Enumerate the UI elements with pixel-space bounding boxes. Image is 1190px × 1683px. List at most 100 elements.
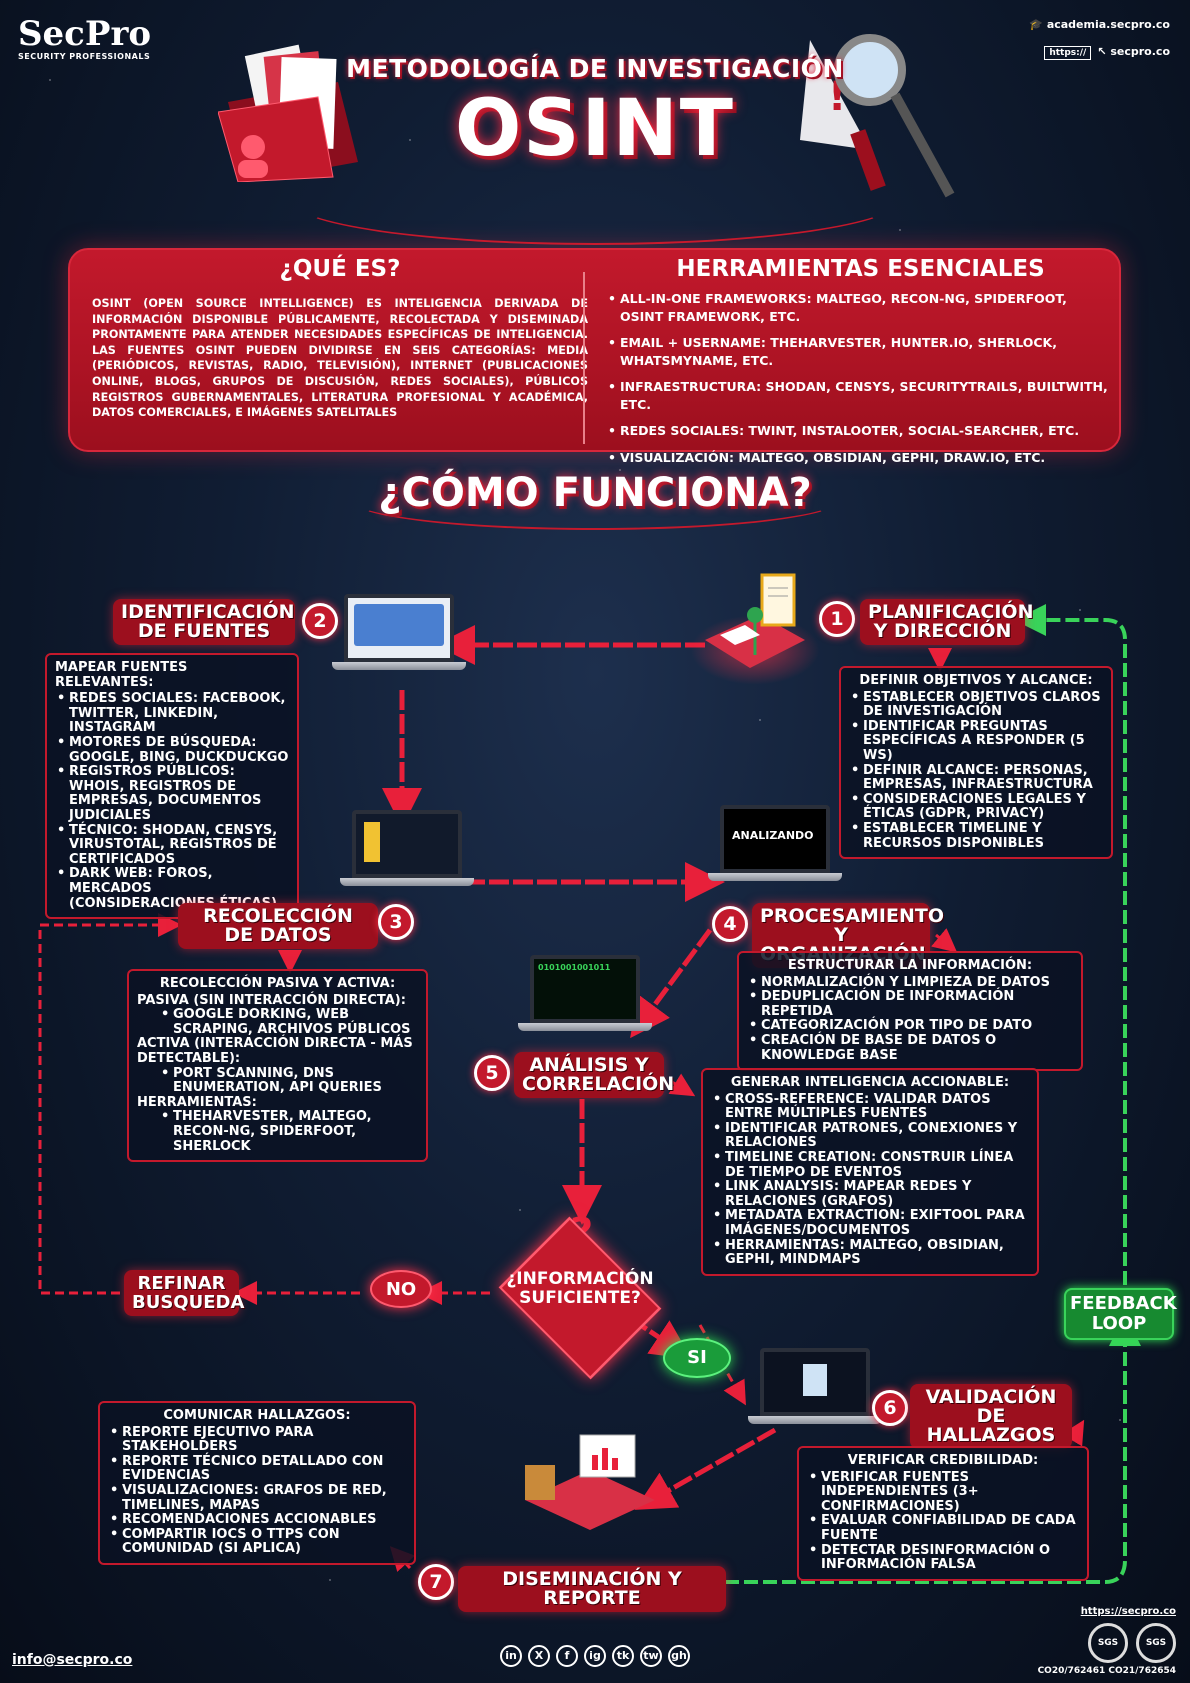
step-2-box-heading: MAPEAR FUENTES RELEVANTES: [55,660,188,690]
list-item: MOTORES DE BÚSQUEDA: GOOGLE, BING, DUCKD… [55,735,289,765]
tool-item: VISUALIZACIÓN: MALTEGO, OBSIDIAN, GEPHI,… [608,449,1113,467]
tiktok-icon[interactable]: tk [612,1645,634,1667]
report-illustration [520,1430,660,1540]
list-item: VERIFICAR FUENTES INDEPENDIENTES (3+ CON… [807,1470,1079,1515]
step-1-number: 1 [819,601,855,637]
step-6-title: VALIDACIÓN DE HALLAZGOS [910,1384,1072,1449]
sgs-seal-2: SGS [1136,1623,1176,1663]
list-item: REGISTROS PÚBLICOS: WHOIS, REGISTROS DE … [55,764,289,823]
cert-code-1: CO20/762461 [1037,1666,1106,1676]
list-item: DEFINIR ALCANCE: PERSONAS, EMPRESAS, INF… [849,763,1103,793]
panel-divider [583,272,585,444]
validation-laptop [748,1348,882,1424]
tool-item: ALL-IN-ONE FRAMEWORKS: MALTEGO, RECON-NG… [608,290,1113,325]
no-button: NO [370,1270,432,1308]
step-6-number: 6 [872,1390,908,1426]
list-item: ESTABLECER OBJETIVOS CLAROS DE INVESTIGA… [849,690,1103,720]
logo-text: SecPro [18,14,152,54]
header-links: 🎓 academia.secpro.co https://↖ secpro.co [1029,18,1170,74]
list-item: CROSS-REFERENCE: VALIDAR DATOS ENTRE MÚL… [711,1092,1029,1122]
cert-code-2: CO21/762654 [1108,1666,1176,1676]
list-item: ESTABLECER TIMELINE Y RECURSOS DISPONIBL… [849,821,1103,851]
list-item: HERRAMIENTAS: MALTEGO, OBSIDIAN, GEPHI, … [711,1238,1029,1268]
title-swoosh [290,155,900,245]
secpro-logo: SecPro SECURITY PROFESSIONALS [18,16,151,61]
list-item: CONSIDERACIONES LEGALES Y ÉTICAS (GDPR, … [849,792,1103,822]
x-icon[interactable]: X [528,1645,550,1667]
tool-item: INFRAESTRUCTURA: SHODAN, CENSYS, SECURIT… [608,378,1113,413]
url-box: https:// [1044,46,1092,60]
instagram-icon[interactable]: ig [584,1645,606,1667]
sgs-seal-1: SGS [1088,1623,1128,1663]
folder-illustration [217,42,363,183]
what-is-section: ¿QUÉ ES? OSINT (OPEN SOURCE INTELLIGENCE… [90,256,590,421]
step-1-box-heading: DEFINIR OBJETIVOS Y ALCANCE: [859,673,1093,688]
list-item: RECOMENDACIONES ACCIONABLES [108,1513,406,1528]
step-5-box: GENERAR INTELIGENCIA ACCIONABLE: CROSS-R… [701,1068,1039,1276]
list-item: CREACIÓN DE BASE DE DATOS O KNOWLEDGE BA… [747,1033,1073,1063]
title-main: OSINT [455,84,735,174]
list-item: PORT SCANNING, DNS ENUMERATION, API QUER… [159,1066,418,1096]
list-item: EVALUAR CONFIABILIDAD DE CADA FUENTE [807,1514,1079,1543]
list-item: DETECTAR DESINFORMACIÓN O INFORMACIÓN FA… [807,1543,1079,1573]
decision-node: ¿INFORMACIÓN SUFICIENTE? [495,1216,665,1380]
contact-email[interactable]: info@secpro.co [12,1652,133,1668]
step-4-box-heading: ESTRUCTURAR LA INFORMACIÓN: [787,958,1033,973]
what-is-heading: ¿QUÉ ES? [279,256,401,282]
analysis-laptop: 0101001001011 [518,955,652,1031]
logo-tagline: SECURITY PROFESSIONALS [18,52,151,61]
step-4-box: ESTRUCTURAR LA INFORMACIÓN: NORMALIZACIÓ… [737,951,1083,1072]
yes-button: SI [663,1338,731,1378]
tools-label: HERRAMIENTAS: [137,1094,257,1110]
facebook-icon[interactable]: f [556,1645,578,1667]
planning-illustration [690,570,820,685]
list-item: REPORTE TÉCNICO DETALLADO CON EVIDENCIAS [108,1454,406,1484]
step-7-box: COMUNICAR HALLAZGOS: REPORTE EJECUTIVO P… [98,1401,416,1565]
list-item: COMPARTIR IOCS O TTPS CON COMUNIDAD (SI … [108,1527,406,1557]
list-item: TIMELINE CREATION: CONSTRUIR LÍNEA DE TI… [711,1150,1029,1180]
step-1-title: PLANIFICACIÓN Y DIRECCIÓN [860,599,1033,645]
list-item: TÉCNICO: SHODAN, CENSYS, VIRUSTOTAL, REG… [55,823,289,868]
step-7-title: DISEMINACIÓN Y REPORTE [458,1566,726,1612]
passive-label: PASIVA (SIN INTERACCIÓN DIRECTA): [137,992,406,1008]
step-7-box-heading: COMUNICAR HALLAZGOS: [163,1408,351,1423]
list-item: VISUALIZACIONES: GRAFOS DE RED, TIMELINE… [108,1483,406,1513]
list-item: GOOGLE DORKING, WEB SCRAPING, ARCHIVOS P… [159,1007,418,1037]
refine-search-label: REFINAR BUSQUEDA [124,1270,244,1316]
step-3-number: 3 [378,904,414,940]
github-icon[interactable]: gh [668,1645,690,1667]
linkedin-icon[interactable]: in [500,1645,522,1667]
list-item: LINK ANALYSIS: MAPEAR REDES Y RELACIONES… [711,1179,1029,1209]
step-2-number: 2 [302,603,338,639]
how-heading: ¿CÓMO FUNCIONA? [378,470,812,516]
analyzing-laptop: ANALIZANDO [708,805,842,881]
decision-label: ¿INFORMACIÓN SUFICIENTE? [506,1269,654,1308]
list-item: IDENTIFICAR PREGUNTAS ESPECÍFICAS A RESP… [849,719,1103,764]
active-label: ACTIVA (INTERACCIÓN DIRECTA - MÁS DETECT… [137,1036,413,1066]
footer-site-link[interactable]: https://secpro.co [1080,1606,1176,1617]
list-item: THEHARVESTER, MALTEGO, RECON-NG, SPIDERF… [159,1110,418,1154]
step-2-title: IDENTIFICACIÓN DE FUENTES [113,599,295,645]
step-7-number: 7 [418,1564,454,1600]
step-2-box: MAPEAR FUENTES RELEVANTES: REDES SOCIALE… [45,653,299,920]
tool-item: EMAIL + USERNAME: THEHARVESTER, HUNTER.I… [608,334,1113,369]
academy-link[interactable]: academia.secpro.co [1046,18,1170,31]
sources-laptop [332,594,466,670]
info-panel: ¿QUÉ ES? OSINT (OPEN SOURCE INTELLIGENCE… [68,248,1121,466]
feedback-loop-label: FEEDBACK LOOP [1064,1288,1177,1340]
step-4-number: 4 [712,906,748,942]
site-link[interactable]: secpro.co [1110,45,1170,58]
graduation-cap-icon: 🎓 [1029,18,1047,31]
list-item: REDES SOCIALES: FACEBOOK, TWITTER, LINKE… [55,691,289,736]
list-item: IDENTIFICAR PATRONES, CONEXIONES Y RELAC… [711,1121,1029,1151]
list-item: REPORTE EJECUTIVO PARA STAKEHOLDERS [108,1425,406,1455]
tools-heading: HERRAMIENTAS ESENCIALES [676,256,1045,282]
list-item: DEDUPLICACIÓN DE INFORMACIÓN REPETIDA [747,989,1073,1019]
tools-section: HERRAMIENTAS ESENCIALES ALL-IN-ONE FRAME… [608,256,1113,475]
what-is-text: OSINT (OPEN SOURCE INTELLIGENCE) ES INTE… [92,297,588,420]
step-6-box-heading: VERIFICAR CREDIBILIDAD: [847,1453,1039,1468]
twitch-icon[interactable]: tw [640,1645,662,1667]
tool-item: REDES SOCIALES: TWINT, INSTALOOTER, SOCI… [608,422,1113,440]
step-3-box-heading: RECOLECCIÓN PASIVA Y ACTIVA: [159,976,396,991]
